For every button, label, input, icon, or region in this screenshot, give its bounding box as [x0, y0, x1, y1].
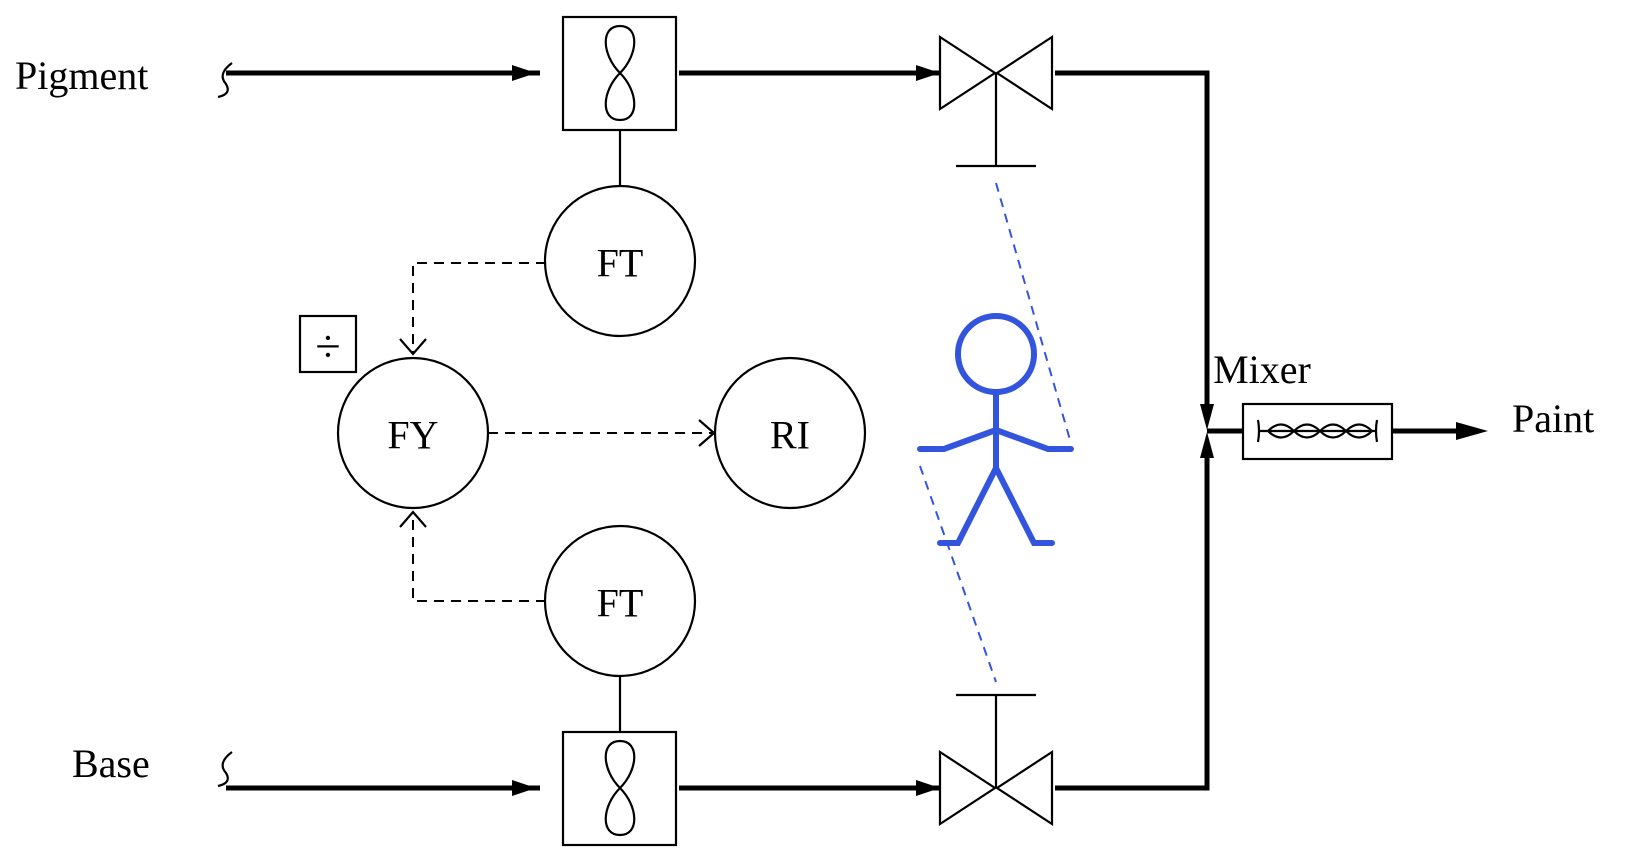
product-arrow-icon	[1456, 422, 1488, 440]
pigment-label: Pigment	[15, 53, 148, 98]
mixer-label: Mixer	[1213, 347, 1311, 392]
valve-body-icon	[994, 34, 1054, 112]
base-hand-valve[interactable]	[938, 693, 1054, 827]
valve-body-icon	[938, 749, 998, 827]
pigment-line	[226, 65, 1210, 408]
pigment-hand-valve[interactable]	[938, 34, 1054, 168]
signal-arrow-icon	[399, 510, 427, 528]
ri-bubble[interactable]: RI	[713, 356, 867, 510]
valve-body-icon	[938, 34, 998, 112]
operator-link-bottom	[919, 465, 997, 683]
divide-function-block: ÷	[298, 314, 358, 374]
ri-tag: RI	[770, 413, 810, 458]
base-label: Base	[72, 741, 150, 786]
junction-arrow-down-icon	[1200, 404, 1214, 430]
ft-top-bubble[interactable]: FT	[543, 184, 697, 338]
fy-bubble[interactable]: FY	[336, 356, 490, 510]
pigment-pipe-break-icon	[217, 62, 233, 99]
divide-icon: ÷	[315, 321, 340, 372]
fy-tag: FY	[387, 413, 438, 458]
positive-displacement-meter-icon	[604, 739, 636, 837]
operator-icon	[917, 313, 1074, 546]
ft-bottom-tag: FT	[597, 581, 644, 626]
base-pipe-break-icon	[217, 751, 233, 788]
ft-bottom-signal	[412, 514, 546, 602]
ft-top-tag: FT	[597, 241, 644, 286]
mixer-blades-icon	[1256, 419, 1379, 443]
mixer	[1241, 402, 1394, 461]
signal-arrow-icon	[399, 338, 427, 356]
positive-displacement-meter-icon	[604, 24, 636, 122]
pigment-flow-element	[561, 15, 678, 132]
junction-arrow-up-icon	[1200, 432, 1214, 458]
ft-bottom-bubble[interactable]: FT	[543, 524, 697, 678]
valve-body-icon	[994, 749, 1054, 827]
operator-link-top	[995, 182, 1071, 441]
ft-top-signal	[412, 262, 546, 352]
paint-label: Paint	[1512, 396, 1594, 441]
base-line	[226, 454, 1210, 796]
base-flow-element	[561, 730, 678, 847]
